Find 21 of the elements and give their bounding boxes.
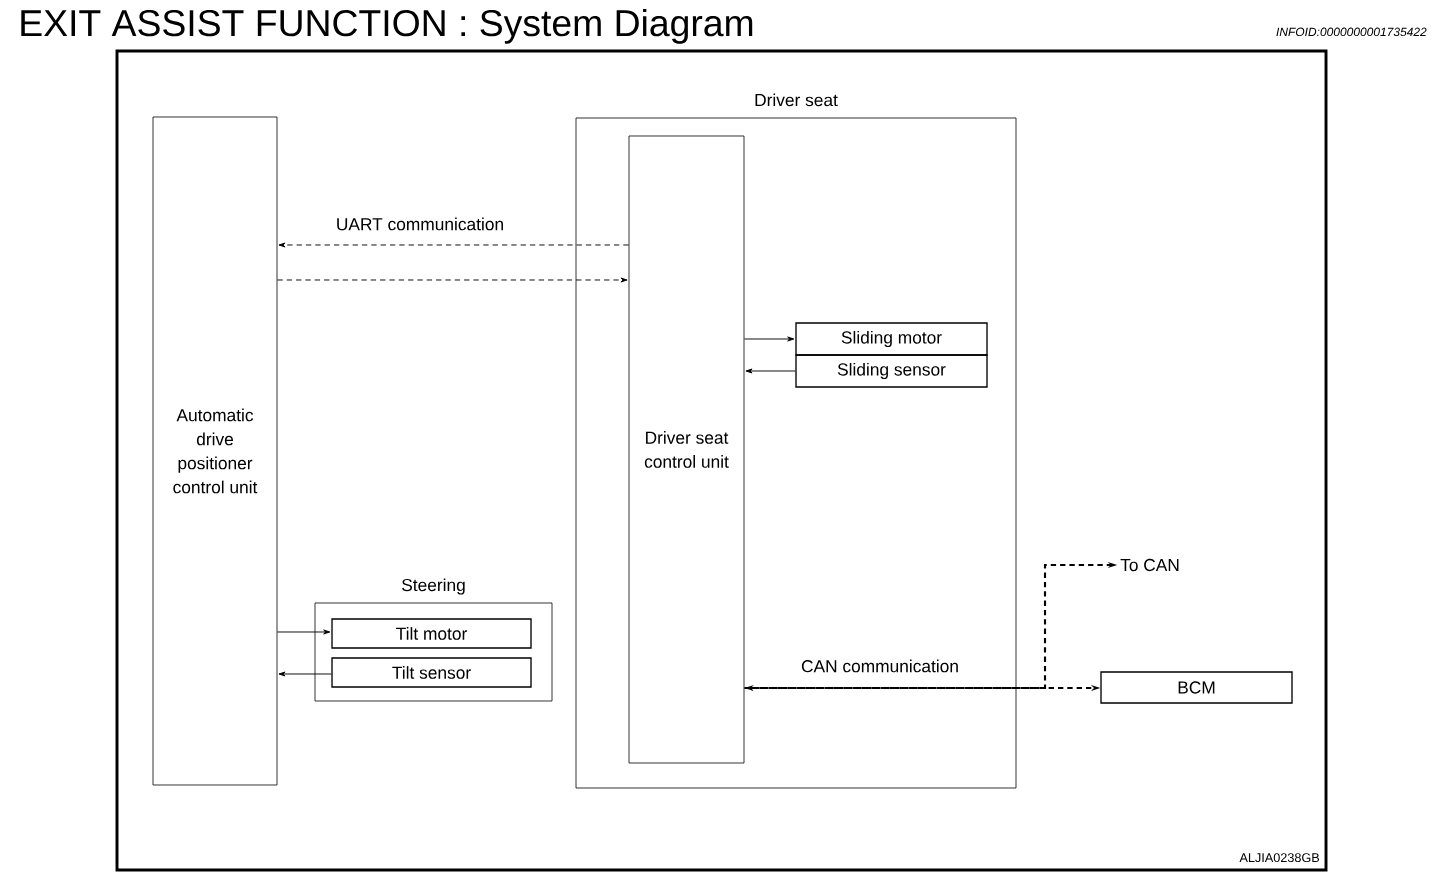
control-unit-box: Driver seat control unit: [628, 135, 745, 764]
component-box: Sliding motor: [795, 322, 988, 356]
module-box: BCM: [1100, 671, 1293, 704]
node-label: Steering: [402, 578, 465, 595]
connector-arrow: [278, 242, 630, 248]
control-unit-box: Automatic drive positioner control unit: [152, 116, 278, 786]
node-label: Driver seat: [755, 93, 838, 107]
figure-code: ALJIA0238GB: [1239, 853, 1320, 863]
connector-arrow: [278, 671, 332, 677]
bus-label: To CAN: [1120, 558, 1179, 572]
connector-arrow: [743, 336, 795, 342]
connector-arrow: [745, 368, 796, 374]
title: EXIT ASSIST FUNCTION : System Diagram: [21, 8, 753, 44]
component-box: Sliding sensor: [795, 354, 988, 388]
connector-arrow: [276, 277, 628, 283]
component-box: Tilt motor: [331, 618, 532, 649]
component-box: Tilt sensor: [331, 657, 532, 688]
edge-label: UART communication: [334, 216, 506, 232]
edge-label: CAN communication: [799, 658, 961, 674]
info-id: INFOID:0000000001735422: [1276, 27, 1427, 37]
connector-arrow: [276, 629, 331, 635]
